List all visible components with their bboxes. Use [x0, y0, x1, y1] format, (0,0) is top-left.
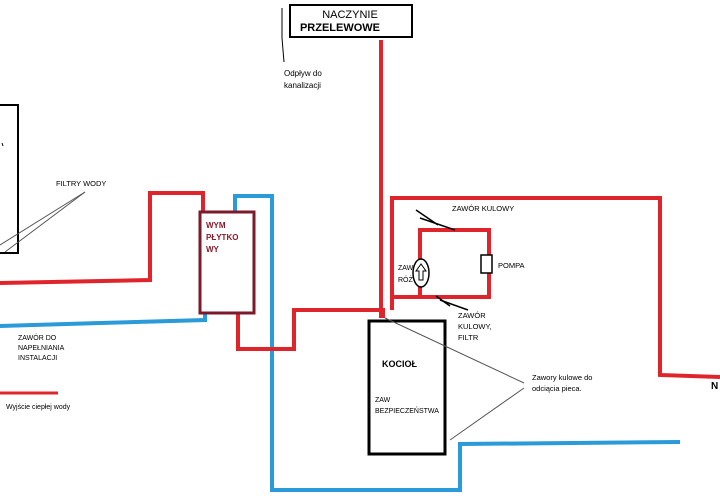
drain-label: kanalizacji — [284, 81, 321, 90]
overflow-vessel-label: PRZELEWOWE — [300, 22, 380, 34]
fill-valve-label: ZAWÓR DO — [18, 333, 57, 342]
ball-valve-filter-label: FILTR — [458, 333, 479, 342]
overflow-vessel — [289, 4, 413, 38]
heat-exchanger-label: PŁYTKO — [206, 233, 238, 242]
hot-pipe-outlet — [0, 191, 205, 285]
drain-label: Odpływ do — [284, 69, 322, 78]
left-tank-box — [0, 104, 19, 254]
cold-pipe-fill — [0, 312, 207, 328]
filter-pointer-line — [0, 191, 86, 246]
heat-exchanger-label: WYM — [206, 221, 226, 230]
hot-pipe-loop-top — [390, 196, 720, 379]
diff-valve-label: ZAW — [398, 265, 414, 272]
pump-symbol — [480, 254, 493, 274]
hot-pipes — [0, 40, 720, 379]
ball-valve-label: ZAWÓR KULOWY — [452, 204, 514, 213]
plate-heat-exchanger — [198, 210, 256, 315]
left-tank-mark — [1, 142, 4, 147]
arrow-up-icon — [415, 263, 427, 281]
ball-valve-filter-label: KULOWY, — [458, 322, 492, 331]
diff-valve-label: RÓŻ — [398, 275, 414, 284]
ball-valve-filter-label: ZAWÓR — [458, 311, 486, 320]
cutoff-valves-label: odciącia pieca. — [532, 384, 582, 393]
boiler-label: KOCIOŁ — [382, 359, 418, 369]
hot-pipe-pump-loop — [392, 228, 491, 299]
fill-valve-label: INSTALACJI — [18, 355, 57, 362]
heat-exchanger-label: WY — [206, 245, 220, 254]
filters-label: FILTRY WODY — [56, 179, 106, 188]
hot-water-outlet-label: Wyjście ciepłej wody — [6, 404, 71, 411]
overflow-vessel-label: NACZYNIE — [322, 9, 378, 21]
cold-pipe-exchanger-return — [233, 194, 681, 492]
drain-pipe — [281, 37, 285, 63]
ball-valve-pointer — [415, 209, 439, 226]
cutoff-pointer-line — [449, 387, 525, 441]
safety-valve-label: ZAW — [375, 397, 391, 404]
hot-pipe-exchanger-boiler — [236, 308, 385, 351]
cutoff-valves-label: Zawory kulowe do — [532, 373, 592, 382]
fill-valve-label: NAPEŁNIANIA — [18, 345, 65, 352]
boiler — [367, 319, 447, 456]
pump-label: POMPA — [498, 261, 525, 270]
safety-valve-label: BEZPIECZEŃSTWA — [375, 406, 439, 415]
right-edge-label: N — [711, 381, 718, 392]
cold-pipes — [0, 194, 681, 492]
ball-valve-filter-pointer — [435, 295, 451, 307]
filter-pointer-line — [4, 191, 86, 253]
cutoff-pointer-line — [384, 317, 525, 384]
